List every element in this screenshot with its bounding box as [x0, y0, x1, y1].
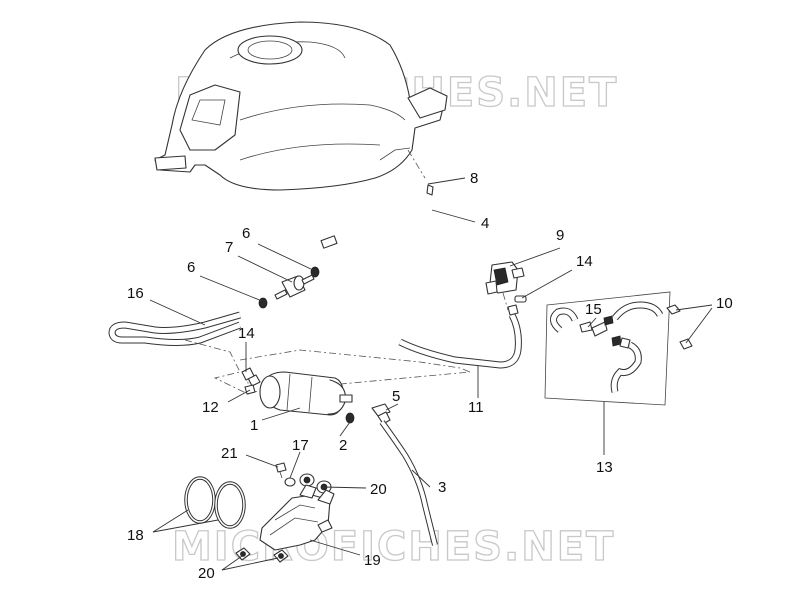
callout-20-upper: 20 [370, 481, 387, 498]
callout-15: 15 [585, 301, 602, 318]
callout-10: 10 [716, 295, 733, 312]
callout-4: 4 [481, 215, 489, 232]
callout-16: 16 [127, 285, 144, 302]
clamp-6-lower [258, 297, 268, 309]
callout-9: 9 [556, 227, 564, 244]
callout-5: 5 [392, 388, 400, 405]
leader-lines [149, 177, 713, 571]
callout-18: 18 [127, 527, 144, 544]
strap-18-left [184, 476, 216, 524]
hose-3 [379, 420, 438, 546]
inline-filter-7 [274, 274, 315, 300]
nut-10-lower [679, 338, 693, 350]
fitting-2 [345, 412, 355, 424]
clip-14-lower [241, 367, 255, 381]
strap-18-right [214, 481, 246, 529]
callout-21: 21 [221, 445, 238, 462]
callout-13: 13 [596, 459, 613, 476]
valve-9 [485, 261, 525, 295]
clamp-6-upper [310, 266, 320, 278]
callout-14-lower: 14 [238, 325, 255, 342]
elbow-5 [371, 403, 391, 425]
callout-17: 17 [292, 437, 309, 454]
hose-16 [108, 311, 242, 346]
fuel-tank [154, 21, 448, 191]
callout-8: 8 [470, 170, 478, 187]
spacer-17 [284, 477, 296, 487]
watermark-bottom: MICROFICHES.NET [172, 524, 615, 570]
callout-7: 7 [225, 239, 233, 256]
callout-6-upper: 6 [242, 225, 250, 242]
callout-11: 11 [468, 399, 484, 416]
hose-4 [320, 184, 438, 267]
callout-19: 19 [364, 552, 381, 569]
grommet-20-lower-right [273, 549, 289, 563]
nut-10-upper [666, 304, 681, 315]
bracket-19 [259, 484, 335, 551]
bolt-21 [275, 462, 287, 479]
callout-14-upper: 14 [576, 253, 593, 270]
callout-20-lower: 20 [198, 565, 215, 582]
callout-6-lower: 6 [187, 259, 195, 276]
callout-3: 3 [438, 479, 446, 496]
callout-12: 12 [202, 399, 219, 416]
hose-kit-13 [544, 291, 671, 406]
callout-2: 2 [339, 437, 347, 454]
callout-1: 1 [250, 417, 258, 434]
hose-11 [398, 304, 522, 369]
